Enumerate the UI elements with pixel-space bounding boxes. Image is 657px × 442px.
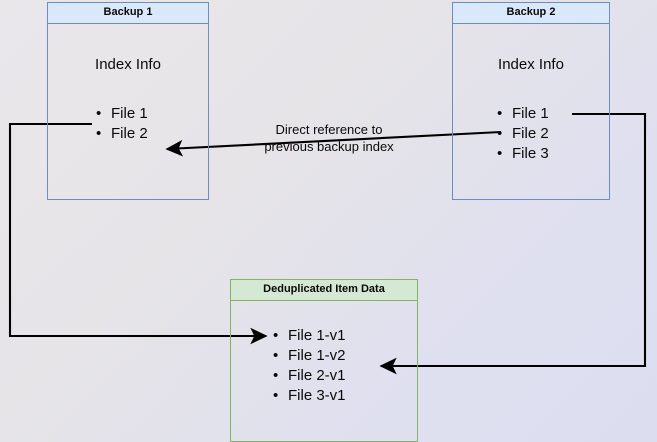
backup1-title: Backup 1 [48,3,208,24]
dedup-title: Deduplicated Item Data [231,280,417,301]
deduplicated-item-data-box[interactable]: Deduplicated Item Data File 1-v1 File 1-… [230,279,418,442]
list-item: File 1-v1 [273,326,346,346]
backup1-index-info-label: Index Info [95,56,161,73]
backup1-body: Index Info File 1 File 2 [48,24,208,199]
direct-reference-note-line1: Direct reference to [275,122,383,137]
list-item: File 3 [497,144,549,164]
backup1-file-list: File 1 File 2 [96,104,148,144]
list-item: File 2-v1 [273,366,346,386]
backup2-file-list: File 1 File 2 File 3 [497,104,549,164]
direct-reference-note-line2: previous backup index [264,139,394,154]
backup2-box[interactable]: Backup 2 Index Info File 1 File 2 File 3 [452,2,610,200]
list-item: File 2 [96,124,148,144]
list-item: File 1 [497,104,549,124]
list-item: File 1-v2 [273,346,346,366]
backup2-index-info-label: Index Info [498,56,564,73]
list-item: File 1 [96,104,148,124]
list-item: File 3-v1 [273,386,346,406]
dedup-body: File 1-v1 File 1-v2 File 2-v1 File 3-v1 [231,301,417,441]
list-item: File 2 [497,124,549,144]
backup2-title: Backup 2 [453,3,609,24]
direct-reference-note: Direct reference to previous backup inde… [243,121,415,155]
backup1-box[interactable]: Backup 1 Index Info File 1 File 2 [47,2,209,200]
backup2-body: Index Info File 1 File 2 File 3 [453,24,609,199]
dedup-file-list: File 1-v1 File 1-v2 File 2-v1 File 3-v1 [273,326,346,406]
